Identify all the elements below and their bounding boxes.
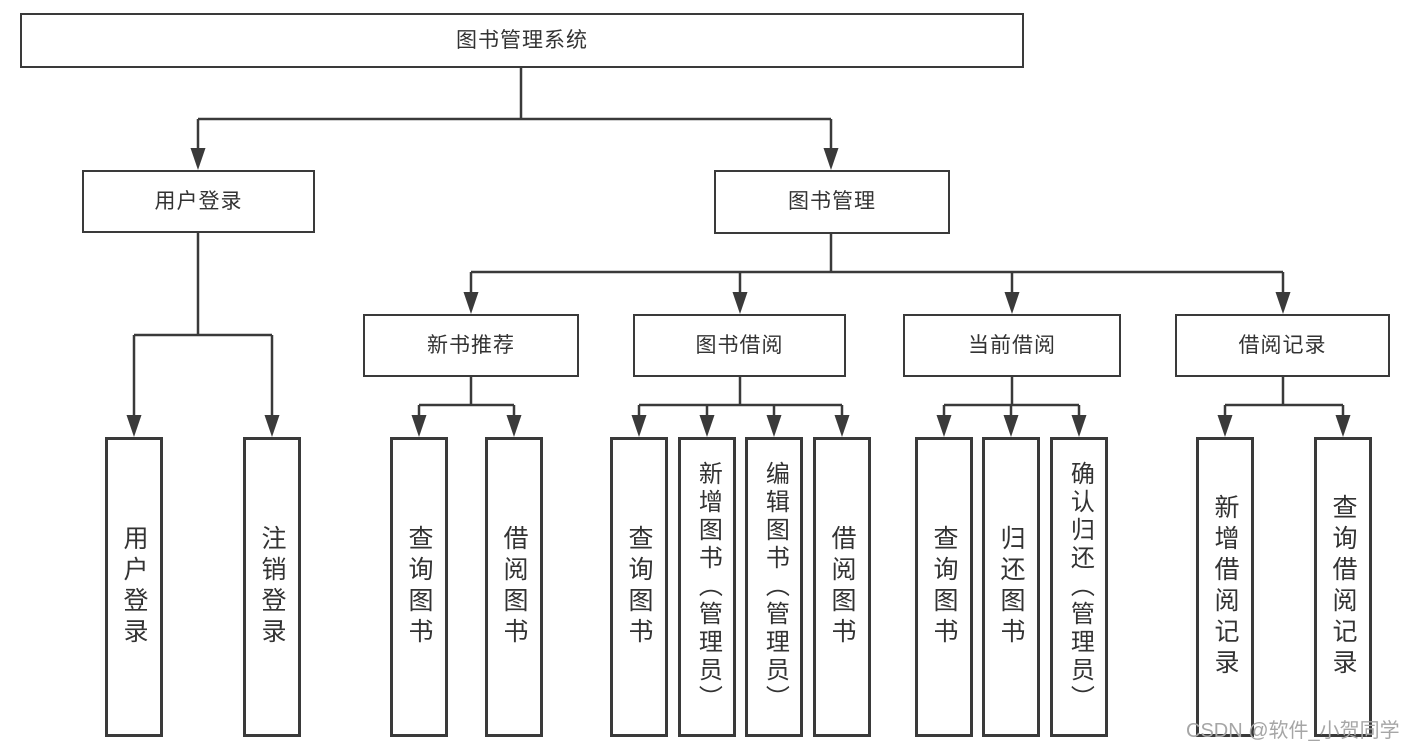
arrowhead [732, 292, 748, 314]
leaf-query-books-recommend: 查询图书 [390, 437, 448, 737]
node-book-management: 图书管理 [714, 170, 950, 234]
arrowhead [1335, 415, 1351, 437]
leaf-return-book: 归还图书 [982, 437, 1040, 737]
arrowhead [631, 415, 647, 437]
arrowhead [463, 292, 479, 314]
node-root-system: 图书管理系统 [20, 13, 1024, 68]
leaf-add-borrow-record: 新增借阅记录 [1196, 437, 1254, 737]
arrowheads [126, 148, 1351, 437]
leaf-query-books-borrowing: 查询图书 [610, 437, 668, 737]
arrowhead [126, 415, 142, 437]
arrowhead [1003, 415, 1019, 437]
leaf-edit-book-admin: 编辑图书（管理员） [745, 437, 803, 737]
leaf-query-books-current: 查询图书 [915, 437, 973, 737]
arrowhead [823, 148, 839, 170]
leaf-logout: 注销登录 [243, 437, 301, 737]
leaf-query-borrow-record: 查询借阅记录 [1314, 437, 1372, 737]
node-book-borrowing: 图书借阅 [633, 314, 846, 377]
leaf-add-book-admin: 新增图书（管理员） [678, 437, 736, 737]
leaf-confirm-return-admin: 确认归还（管理员） [1050, 437, 1108, 737]
csdn-watermark: CSDN @软件_小贺同学 [1186, 720, 1400, 742]
arrowhead [411, 415, 427, 437]
node-current-borrowing: 当前借阅 [903, 314, 1121, 377]
leaf-user-login: 用户登录 [105, 437, 163, 737]
arrowhead [506, 415, 522, 437]
arrowhead [766, 415, 782, 437]
leaf-borrow-books-recommend: 借阅图书 [485, 437, 543, 737]
arrowhead [1071, 415, 1087, 437]
arrowhead [1004, 292, 1020, 314]
arrowhead [190, 148, 206, 170]
arrowhead [1275, 292, 1291, 314]
node-borrowing-records: 借阅记录 [1175, 314, 1390, 377]
leaf-borrow-books: 借阅图书 [813, 437, 871, 737]
node-user-login: 用户登录 [82, 170, 315, 233]
arrowhead [264, 415, 280, 437]
arrowhead [834, 415, 850, 437]
arrowhead [699, 415, 715, 437]
connector-lines [132, 68, 1345, 420]
node-new-book-recommend: 新书推荐 [363, 314, 579, 377]
arrowhead [936, 415, 952, 437]
arrowhead [1217, 415, 1233, 437]
